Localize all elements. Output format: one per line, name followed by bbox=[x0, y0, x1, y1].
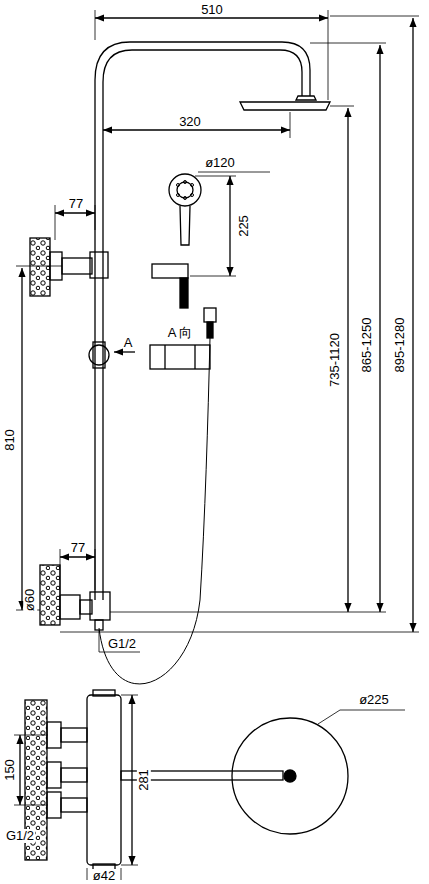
thread-callout: G1/2 bbox=[107, 637, 137, 651]
thread-callout: G1/2 bbox=[5, 829, 35, 843]
dimension-value: 735-1120 bbox=[328, 332, 342, 388]
dimension-value: 150 bbox=[3, 758, 17, 782]
view-letter: A bbox=[123, 336, 134, 350]
dimension-value: 77 bbox=[70, 541, 86, 555]
dimension-value: 320 bbox=[178, 115, 202, 129]
dimension-value: 810 bbox=[3, 428, 17, 452]
diameter-callout: ø120 bbox=[204, 156, 236, 170]
diameter-callout: ø60 bbox=[23, 588, 37, 612]
dimension-value: 865-1250 bbox=[360, 317, 374, 374]
dimension-value: 225 bbox=[237, 214, 251, 238]
dimension-value: 510 bbox=[200, 3, 224, 17]
dimension-value: 77 bbox=[68, 197, 84, 211]
diameter-callout: ø225 bbox=[358, 693, 390, 707]
dimension-value: 281 bbox=[137, 768, 151, 792]
view-label: A 向 bbox=[167, 326, 194, 340]
dimension-value: 895-1280 bbox=[393, 317, 407, 374]
diameter-callout: ø42 bbox=[92, 869, 116, 883]
